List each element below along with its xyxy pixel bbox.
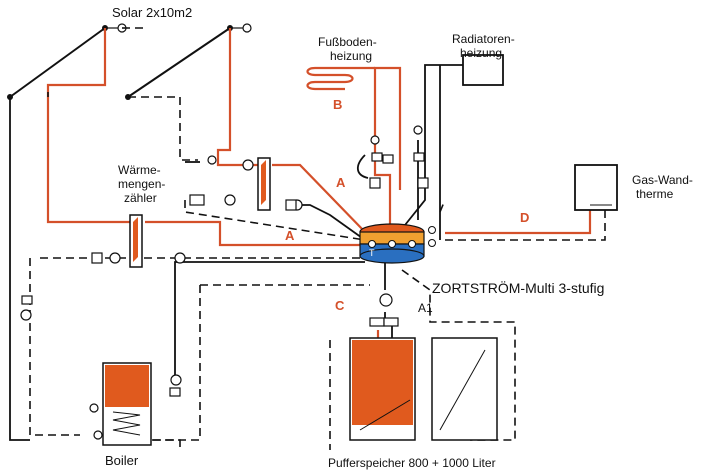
boiler xyxy=(102,362,152,446)
boiler-label: Boiler xyxy=(105,453,139,468)
buffer-tank-right xyxy=(431,337,498,441)
buffer-label: Pufferspeicher 800 + 1000 Liter xyxy=(328,456,496,470)
heat-meter-lower xyxy=(129,214,143,268)
a1-label: A1 xyxy=(418,301,433,315)
heat-meter-label-3: zähler xyxy=(124,191,157,205)
buffer-tank-left xyxy=(349,337,416,441)
valve-symbols xyxy=(21,152,429,397)
circuit-label-a-lower: A xyxy=(285,228,295,243)
zortstroem-label: ZORTSTRÖM-Multi 3-stufig xyxy=(432,280,605,296)
radiator-box xyxy=(462,54,504,86)
circuit-label-d: D xyxy=(520,210,530,225)
radiator-label-1: Radiatoren- xyxy=(452,32,515,46)
gas-boiler-label-2: therme xyxy=(636,187,674,201)
radiator-label-2: heizung xyxy=(460,46,503,60)
gas-boiler-label-1: Gas-Wand- xyxy=(632,173,693,187)
heat-meter-label-1: Wärme- xyxy=(118,163,161,177)
pump-symbols xyxy=(20,125,596,440)
circuit-label-b: B xyxy=(333,97,343,112)
manifold-t-label: T xyxy=(369,248,375,258)
heat-meter-label-2: mengen- xyxy=(118,177,166,191)
gas-wall-boiler xyxy=(574,164,618,211)
solar-label: Solar 2x10m2 xyxy=(112,5,193,20)
solar-collector-right xyxy=(125,23,252,100)
circuit-label-c: C xyxy=(335,298,345,313)
floor-heating-label-2: heizung xyxy=(330,49,373,63)
solar-collector-left xyxy=(7,23,127,100)
hot-pipes xyxy=(46,28,592,340)
zortstroem-manifold xyxy=(359,223,436,264)
floor-heating-label-1: Fußboden- xyxy=(318,35,377,49)
heat-meter-upper xyxy=(257,157,271,211)
circuit-label-a-upper: A xyxy=(336,175,346,190)
